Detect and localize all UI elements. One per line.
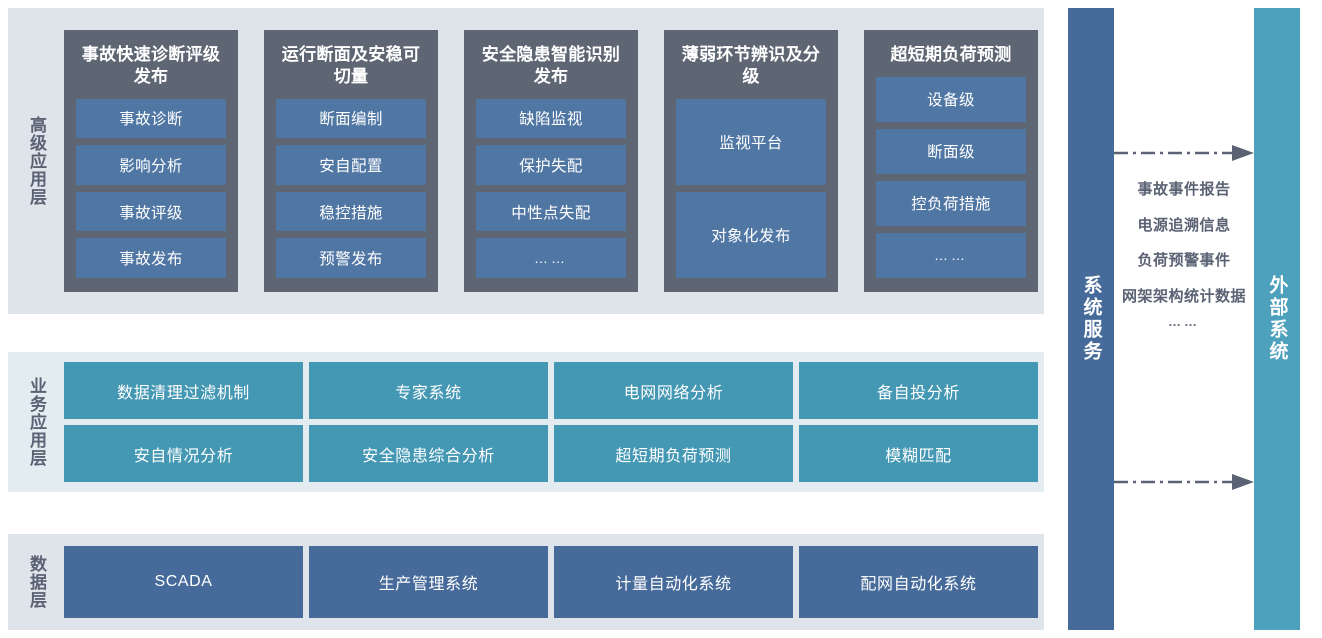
advanced-application-layer-body: 事故快速诊断评级发布 事故诊断 影响分析 事故评级 事故发布 运行断面及安稳可切… (64, 8, 1044, 314)
business-item[interactable]: 备自投分析 (799, 362, 1038, 419)
business-row: 数据清理过滤机制 专家系统 电网网络分析 备自投分析 (64, 362, 1038, 419)
flow-label: 电源追溯信息 (1137, 216, 1231, 234)
flow-label-list: 事故事件报告 电源追溯信息 负荷预警事件 网架架构统计数据 …… (1114, 180, 1254, 331)
adv-item[interactable]: 稳控措施 (276, 191, 426, 232)
business-item[interactable]: 安全隐患综合分析 (309, 425, 548, 482)
business-row: 安自情况分析 安全隐患综合分析 超短期负荷预测 模糊匹配 (64, 425, 1038, 482)
adv-item[interactable]: 事故诊断 (76, 98, 226, 139)
adv-item[interactable]: 监视平台 (676, 98, 826, 185)
adv-card-section-stability[interactable]: 运行断面及安稳可切量 断面编制 安自配置 稳控措施 预警发布 (264, 30, 438, 292)
adv-card-item-list: 缺陷监视 保护失配 中性点失配 …… (476, 98, 626, 278)
business-item[interactable]: 数据清理过滤机制 (64, 362, 303, 419)
data-source-item[interactable]: 计量自动化系统 (554, 546, 793, 618)
data-source-item[interactable]: SCADA (64, 546, 303, 618)
adv-item[interactable]: 断面编制 (276, 98, 426, 139)
data-source-item[interactable]: 生产管理系统 (309, 546, 548, 618)
adv-card-item-list: 监视平台 对象化发布 (676, 98, 826, 278)
advanced-application-layer: 高级应用层 事故快速诊断评级发布 事故诊断 影响分析 事故评级 事故发布 运行断… (8, 8, 1044, 314)
flow-label: 事故事件报告 (1137, 181, 1231, 198)
adv-card-weak-link-grading[interactable]: 薄弱环节辨识及分级 监视平台 对象化发布 (664, 30, 838, 292)
layer-stack: 高级应用层 事故快速诊断评级发布 事故诊断 影响分析 事故评级 事故发布 运行断… (8, 0, 1044, 638)
adv-item[interactable]: 控负荷措施 (876, 180, 1026, 226)
business-item[interactable]: 专家系统 (309, 362, 548, 419)
adv-card-ultra-short-load-forecast[interactable]: 超短期负荷预测 设备级 断面级 控负荷措施 …… (864, 30, 1038, 292)
adv-card-title: 运行断面及安稳可切量 (281, 45, 421, 86)
flow-label: 负荷预警事件 (1137, 252, 1231, 269)
data-source-item[interactable]: 配网自动化系统 (799, 546, 1038, 618)
adv-item[interactable]: 安自配置 (276, 145, 426, 185)
business-application-layer-label: 业务应用层 (27, 377, 47, 467)
business-application-layer-body: 数据清理过滤机制 专家系统 电网网络分析 备自投分析 安自情况分析 安全隐患综合… (64, 352, 1044, 492)
adv-card-item-list: 事故诊断 影响分析 事故评级 事故发布 (76, 98, 226, 278)
flow-label-ellipsis: …… (1168, 314, 1200, 329)
adv-item[interactable]: 事故评级 (76, 191, 226, 232)
business-application-layer: 业务应用层 数据清理过滤机制 专家系统 电网网络分析 备自投分析 安自情况分析 … (8, 352, 1044, 492)
flow-label: 网架架构统计数据 (1121, 287, 1246, 305)
adv-item[interactable]: 断面级 (876, 128, 1026, 174)
business-item[interactable]: 电网网络分析 (554, 362, 793, 419)
adv-item-ellipsis[interactable]: …… (476, 238, 626, 278)
adv-card-item-list: 设备级 断面级 控负荷措施 …… (876, 76, 1026, 278)
flow-arrow-top-icon (1114, 145, 1254, 161)
adv-item[interactable]: 事故发布 (76, 238, 226, 278)
data-layer-body: SCADA 生产管理系统 计量自动化系统 配网自动化系统 (64, 534, 1044, 630)
adv-card-title: 超短期负荷预测 (890, 45, 1012, 64)
adv-card-title: 薄弱环节辨识及分级 (681, 45, 821, 86)
adv-item[interactable]: 缺陷监视 (476, 98, 626, 139)
external-system-bar[interactable]: 外部系统 (1254, 8, 1300, 630)
adv-card-item-list: 断面编制 安自配置 稳控措施 预警发布 (276, 98, 426, 278)
advanced-application-layer-label: 高级应用层 (27, 116, 47, 206)
data-layer: 数据层 SCADA 生产管理系统 计量自动化系统 配网自动化系统 (8, 534, 1044, 630)
adv-item[interactable]: 保护失配 (476, 145, 626, 185)
adv-item[interactable]: 影响分析 (76, 145, 226, 185)
system-service-bar[interactable]: 系统服务 (1068, 8, 1114, 630)
adv-card-title: 事故快速诊断评级发布 (81, 45, 221, 86)
adv-item[interactable]: 预警发布 (276, 238, 426, 278)
adv-card-accident-diagnosis[interactable]: 事故快速诊断评级发布 事故诊断 影响分析 事故评级 事故发布 (64, 30, 238, 292)
adv-item[interactable]: 对象化发布 (676, 191, 826, 278)
business-item[interactable]: 模糊匹配 (799, 425, 1038, 482)
adv-item[interactable]: 中性点失配 (476, 191, 626, 232)
adv-card-title: 安全隐患智能识别发布 (481, 45, 621, 86)
adv-item[interactable]: 设备级 (876, 76, 1026, 122)
business-item[interactable]: 超短期负荷预测 (554, 425, 793, 482)
business-item[interactable]: 安自情况分析 (64, 425, 303, 482)
data-layer-label: 数据层 (27, 555, 47, 609)
flow-connector-area: 事故事件报告 电源追溯信息 负荷预警事件 网架架构统计数据 …… (1114, 8, 1254, 630)
adv-card-hazard-identification[interactable]: 安全隐患智能识别发布 缺陷监视 保护失配 中性点失配 …… (464, 30, 638, 292)
adv-item-ellipsis[interactable]: …… (876, 232, 1026, 278)
flow-arrow-bottom-icon (1114, 474, 1254, 490)
